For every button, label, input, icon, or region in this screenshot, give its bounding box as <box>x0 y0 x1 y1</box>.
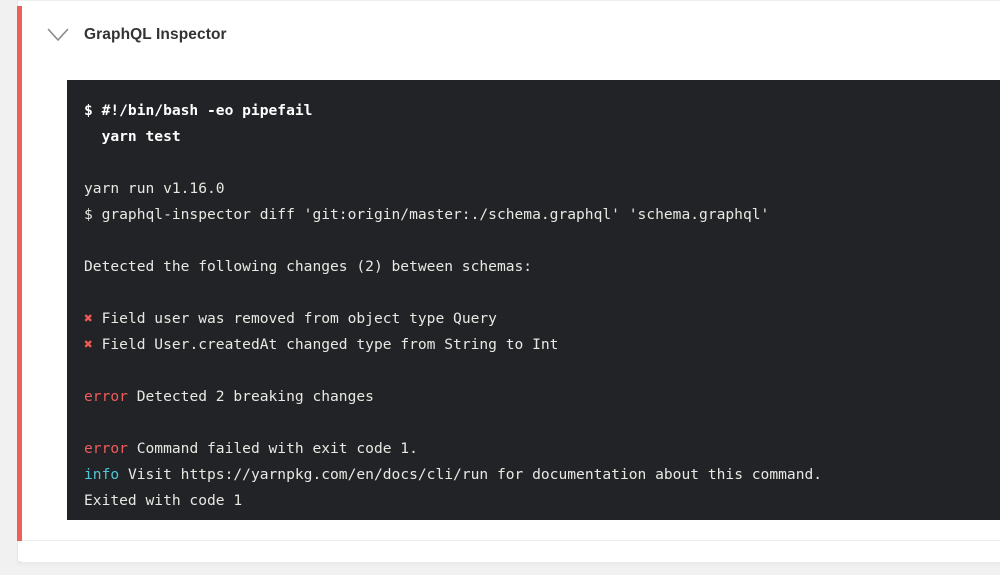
terminal-info-line: info Visit https://yarnpkg.com/en/docs/c… <box>67 462 1000 488</box>
terminal-line-text: Command failed with exit code 1. <box>127 440 418 457</box>
terminal-output[interactable]: $ #!/bin/bash -eo pipefail yarn test yarn… <box>67 80 1000 520</box>
step-header-toggle[interactable]: GraphQL Inspector <box>22 6 983 64</box>
terminal-line-text: Detected 2 breaking changes <box>127 388 374 405</box>
terminal-line: Detected the following changes (2) betwe… <box>84 258 533 275</box>
terminal-line: $ graphql-inspector diff 'git:origin/mas… <box>84 206 770 223</box>
card-divider <box>22 540 1000 541</box>
terminal-error-line: error Command failed with exit code 1. <box>67 436 1000 462</box>
card-footer <box>22 541 1000 562</box>
error-label: error <box>84 388 128 405</box>
terminal-change-line: ✖ Field user was removed from object typ… <box>67 306 1000 332</box>
terminal-command-line: $ #!/bin/bash -eo pipefail <box>84 102 313 119</box>
terminal-line: yarn run v1.16.0 <box>84 180 225 197</box>
terminal-line-text: Field user was removed from object type … <box>92 310 497 327</box>
error-label: error <box>84 440 128 457</box>
terminal-blank-line <box>67 410 1000 436</box>
terminal-blank-line <box>67 228 1000 254</box>
breaking-change-icon: ✖ <box>84 336 93 353</box>
card-shadow <box>17 561 1000 567</box>
terminal-line-text: Field User.createdAt changed type from S… <box>92 336 559 353</box>
terminal-blank-line <box>67 150 1000 176</box>
terminal-command-line: yarn test <box>84 128 181 145</box>
status-accent-bar <box>17 6 22 541</box>
chevron-down-icon[interactable] <box>40 17 76 53</box>
terminal-blank-line <box>67 280 1000 306</box>
terminal-blank-line <box>67 358 1000 384</box>
page-title: GraphQL Inspector <box>84 26 227 43</box>
terminal-error-line: error Detected 2 breaking changes <box>67 384 1000 410</box>
breaking-change-icon: ✖ <box>84 310 93 327</box>
terminal-change-line: ✖ Field User.createdAt changed type from… <box>67 332 1000 358</box>
info-label: info <box>84 466 120 483</box>
terminal-line-text: Visit https://yarnpkg.com/en/docs/cli/ru… <box>119 466 823 483</box>
terminal-line: Exited with code 1 <box>84 492 243 509</box>
